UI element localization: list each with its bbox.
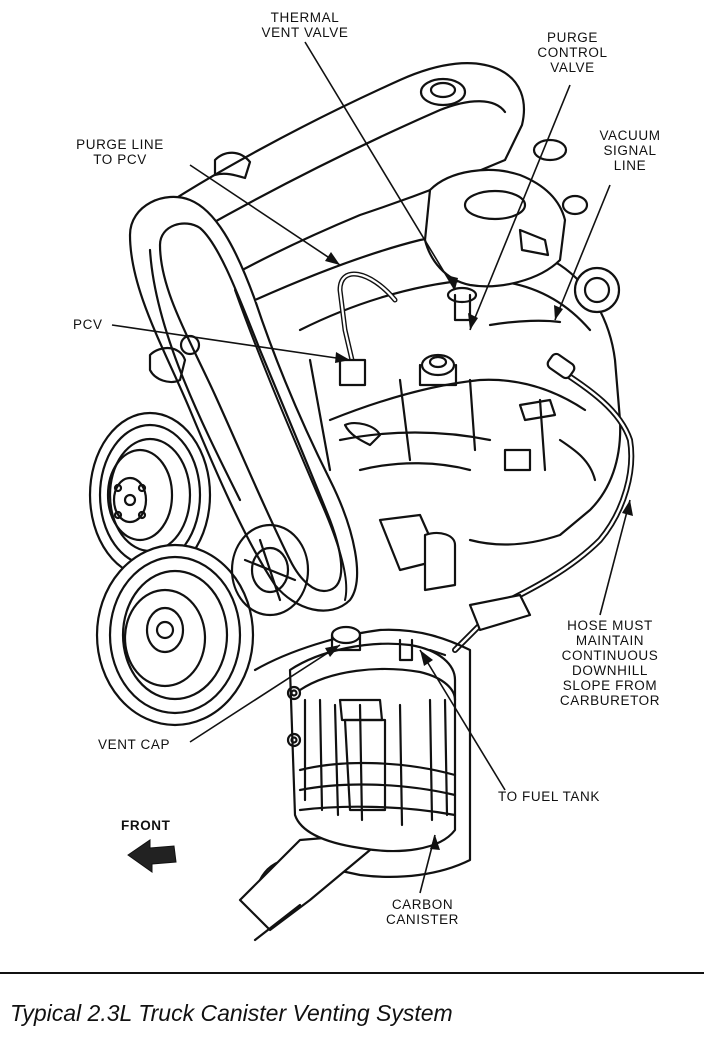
label-front: FRONT [121,818,171,833]
leader-vent-cap [189,644,341,743]
vent-cap [330,625,362,645]
label-vacuum-signal-line: VACUUM SIGNAL LINE [599,128,661,173]
oil-cap [419,77,467,107]
label-pcv: PCV [73,317,103,332]
leader-vacuum-signal-line [554,184,611,321]
figure-caption: Typical 2.3L Truck Canister Venting Syst… [10,1000,453,1026]
leader-to-fuel-tank [419,649,506,791]
leader-thermal-vent-valve [304,41,456,291]
leader-pcv [111,324,351,361]
label-hose-note: HOSE MUST MAINTAIN CONTINUOUS DOWNHILL S… [559,618,661,708]
label-carbon-canister: CARBON CANISTER [385,897,460,927]
carbon-canister [288,642,457,853]
leader-hose-note [599,499,631,616]
timing-cover [128,195,359,612]
leader-purge-line-to-pcv [189,164,341,266]
drive-belt [234,289,348,601]
leader-purge-control-valve [469,84,571,331]
caption-divider [0,972,704,974]
label-thermal-vent-valve: THERMAL VENT VALVE [261,10,349,40]
label-purge-line-to-pcv: PURGE LINE TO PCV [76,137,164,167]
lower-pulley [95,543,255,727]
label-to-fuel-tank: TO FUEL TANK [498,789,600,804]
label-vent-cap: VENT CAP [98,737,171,752]
front-arrow-icon [127,839,177,873]
label-purge-control-valve: PURGE CONTROL VALVE [537,30,608,75]
valve-cover [148,62,526,287]
